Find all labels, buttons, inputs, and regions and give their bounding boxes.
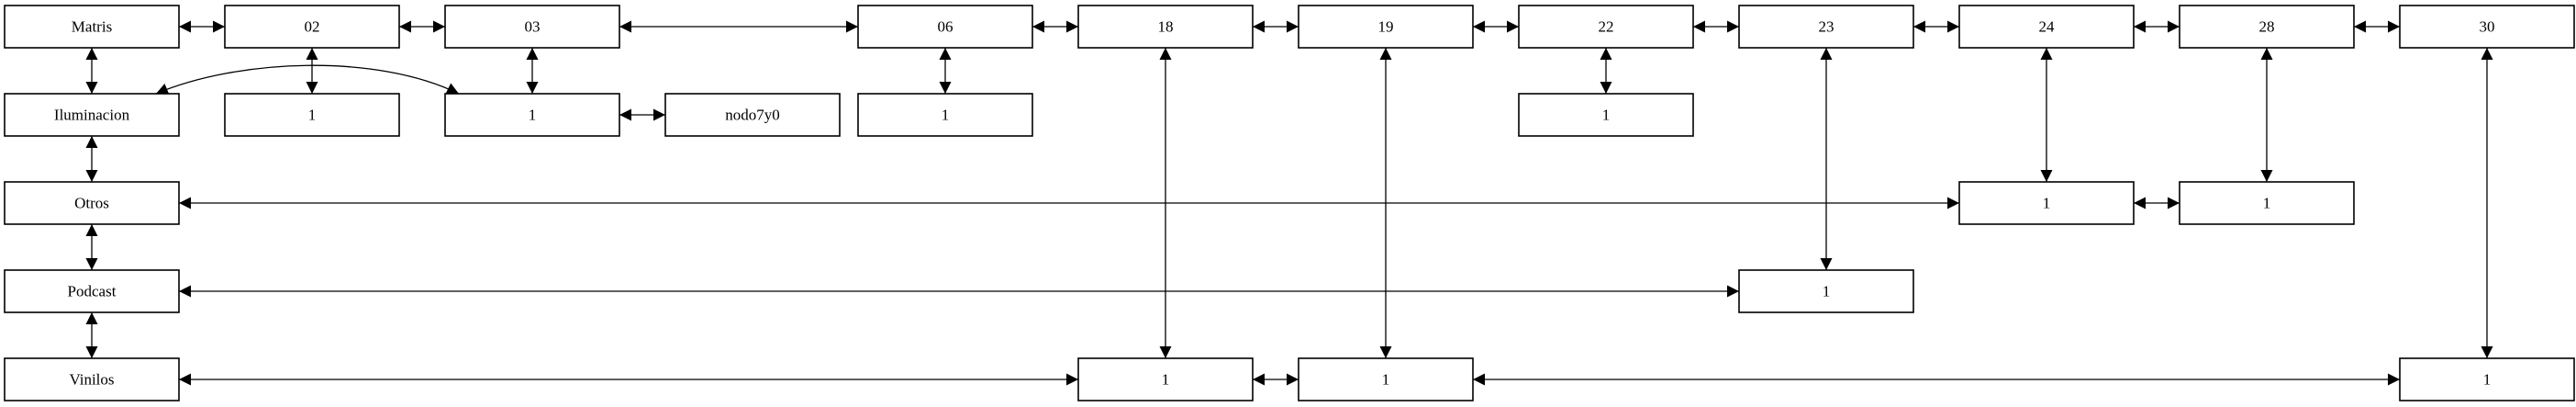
node-n03: 03 — [444, 5, 620, 49]
node-box — [444, 93, 620, 137]
node-label: 03 — [525, 18, 541, 36]
node-label: 22 — [1599, 18, 1614, 36]
node-label: 1 — [2483, 371, 2492, 389]
node-label: 06 — [938, 18, 953, 36]
node-c02: 1 — [224, 93, 400, 137]
node-box — [1958, 5, 2135, 49]
node-label: 1 — [308, 107, 317, 124]
node-box — [4, 93, 180, 137]
node-label: 1 — [1162, 371, 1170, 389]
node-box — [857, 5, 1033, 49]
node-iluminacion: Iluminacion — [4, 93, 180, 137]
node-c28: 1 — [2179, 181, 2355, 225]
node-label: 28 — [2259, 18, 2275, 36]
node-n18: 18 — [1077, 5, 1254, 49]
node-label: 24 — [2039, 18, 2056, 36]
node-vinilos: Vinilos — [4, 357, 180, 401]
node-label: 1 — [942, 107, 950, 124]
node-label: 1 — [1382, 371, 1390, 389]
node-n24: 24 — [1958, 5, 2135, 49]
node-box — [664, 93, 841, 137]
node-c19: 1 — [1298, 357, 1474, 401]
node-label: 02 — [305, 18, 320, 36]
node-box — [224, 5, 400, 49]
node-box — [224, 93, 400, 137]
node-c03: 1 — [444, 93, 620, 137]
node-n23: 23 — [1738, 5, 1914, 49]
node-label: 1 — [2043, 195, 2051, 212]
node-c30: 1 — [2399, 357, 2575, 401]
node-label: 30 — [2480, 18, 2495, 36]
edges-layer — [85, 20, 2493, 386]
node-label: 1 — [529, 107, 537, 124]
node-box — [1738, 5, 1914, 49]
node-label: 19 — [1378, 18, 1394, 36]
node-box — [4, 5, 180, 49]
node-c22: 1 — [1518, 93, 1694, 137]
node-box — [2179, 181, 2355, 225]
edge-iluminacion-c03 — [155, 64, 460, 95]
node-podcast: Podcast — [4, 269, 180, 313]
node-n30: 30 — [2399, 5, 2575, 49]
node-label: 23 — [1819, 18, 1834, 36]
node-box — [2399, 5, 2575, 49]
node-c23: 1 — [1738, 269, 1914, 313]
node-label: 1 — [1602, 107, 1611, 124]
node-c24: 1 — [1958, 181, 2135, 225]
node-n28: 28 — [2179, 5, 2355, 49]
node-box — [1518, 5, 1694, 49]
node-label: Otros — [74, 195, 109, 212]
node-c18: 1 — [1077, 357, 1254, 401]
node-label: Podcast — [68, 283, 117, 300]
node-box — [444, 5, 620, 49]
node-n19: 19 — [1298, 5, 1474, 49]
node-box — [1958, 181, 2135, 225]
node-box — [4, 181, 180, 225]
node-box — [4, 269, 180, 313]
node-box — [1077, 5, 1254, 49]
node-matris: Matris — [4, 5, 180, 49]
node-nodo7y0: nodo7y0 — [664, 93, 841, 137]
node-otros: Otros — [4, 181, 180, 225]
node-box — [1518, 93, 1694, 137]
node-label: 1 — [2263, 195, 2271, 212]
node-label: Matris — [72, 18, 112, 36]
node-box — [4, 357, 180, 401]
node-box — [2399, 357, 2575, 401]
node-n06: 06 — [857, 5, 1033, 49]
node-n02: 02 — [224, 5, 400, 49]
node-label: 1 — [1823, 283, 1831, 300]
node-box — [1738, 269, 1914, 313]
node-box — [2179, 5, 2355, 49]
node-box — [1298, 5, 1474, 49]
node-label: Iluminacion — [54, 107, 130, 124]
node-label: 18 — [1158, 18, 1174, 36]
node-label: nodo7y0 — [725, 107, 780, 124]
node-label: Vinilos — [69, 371, 114, 389]
node-c06: 1 — [857, 93, 1033, 137]
node-box — [1077, 357, 1254, 401]
node-n22: 22 — [1518, 5, 1694, 49]
node-box — [857, 93, 1033, 137]
node-box — [1298, 357, 1474, 401]
